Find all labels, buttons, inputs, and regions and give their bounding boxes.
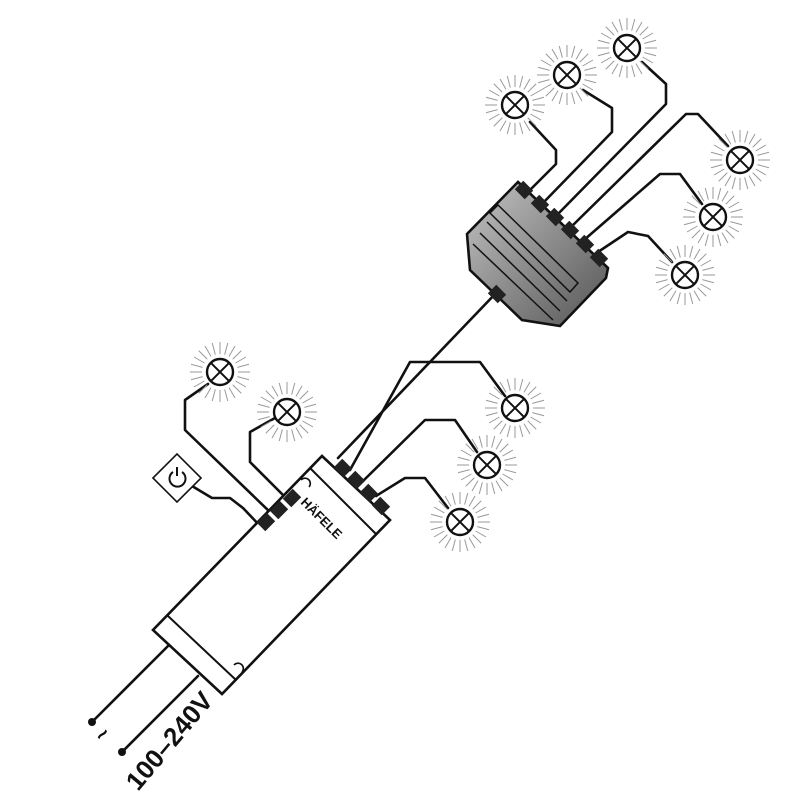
wire-hub-lamp-4 bbox=[568, 112, 730, 230]
wire-hub-lamp-2 bbox=[540, 88, 614, 206]
ac-symbol: ~ bbox=[89, 721, 116, 748]
terminal-dot bbox=[88, 718, 96, 726]
wire-switch bbox=[190, 484, 264, 530]
lamp-icon bbox=[683, 187, 743, 247]
lamp-icon bbox=[485, 378, 545, 438]
lamp-icon bbox=[710, 130, 770, 190]
driver-connectors bbox=[256, 458, 391, 532]
lamp-icon bbox=[655, 245, 715, 305]
lamp-icon bbox=[257, 382, 317, 442]
lamp-icon bbox=[430, 492, 490, 552]
wire-hub-lamp-5 bbox=[582, 172, 704, 242]
lamps bbox=[190, 18, 770, 552]
wire-driver-lamp-11 bbox=[183, 382, 274, 516]
wires bbox=[88, 60, 730, 756]
power-wire-2 bbox=[120, 674, 200, 754]
lamp-icon bbox=[597, 18, 657, 78]
wire-driver-lamp-8 bbox=[360, 418, 479, 484]
lamp-icon bbox=[457, 435, 517, 495]
main-wire bbox=[336, 290, 499, 460]
screw-icon bbox=[233, 662, 245, 673]
power-icon bbox=[168, 467, 187, 488]
led-driver: HÄFELE bbox=[151, 454, 392, 696]
terminal-dot bbox=[118, 748, 126, 756]
power-wire-1 bbox=[90, 644, 170, 724]
screw-icon bbox=[300, 477, 312, 488]
distribution-hub bbox=[465, 180, 610, 328]
wire-driver-lamp-7 bbox=[348, 360, 507, 472]
wire-hub-lamp-6 bbox=[596, 230, 674, 264]
lamp-icon bbox=[190, 342, 250, 402]
wire-driver-lamp-10 bbox=[248, 416, 290, 502]
wire-hub-lamp-1 bbox=[526, 120, 558, 194]
wire-hub-lamp-3 bbox=[554, 60, 668, 218]
lamp-icon bbox=[485, 75, 545, 135]
switch-button[interactable] bbox=[151, 452, 203, 504]
wire-driver-lamp-9 bbox=[374, 476, 450, 510]
lamp-icon bbox=[537, 45, 597, 105]
